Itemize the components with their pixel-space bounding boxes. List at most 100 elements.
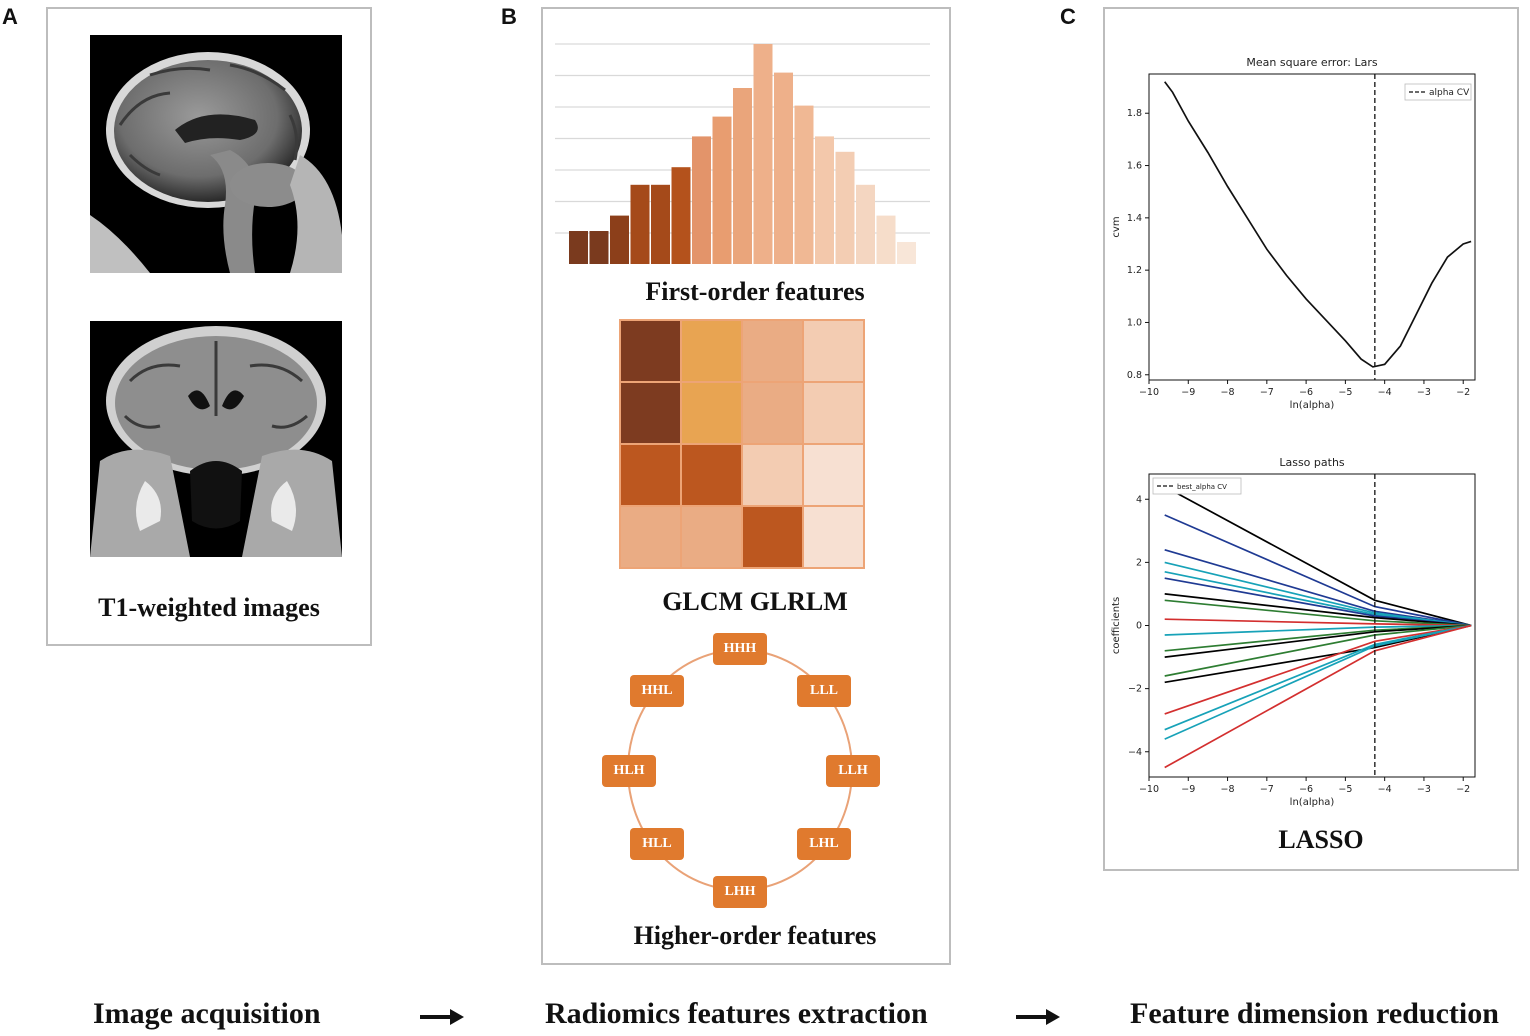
y-axis-label: coefficients <box>1111 597 1122 654</box>
chart-title: Lasso paths <box>1279 456 1345 469</box>
x-tick-label: −5 <box>1338 387 1352 398</box>
panel-c-caption: LASSO <box>1278 825 1364 854</box>
texture-caption: GLCM GLRLM <box>662 587 848 616</box>
histogram-bar <box>630 184 650 264</box>
x-tick-label: −6 <box>1299 784 1313 795</box>
y-tick-label: 0.8 <box>1127 370 1142 381</box>
y-tick-label: 1.8 <box>1127 108 1142 119</box>
x-tick-label: −10 <box>1139 784 1159 795</box>
matrix-cell <box>619 505 682 569</box>
matrix-cell <box>680 381 743 445</box>
histogram-bar <box>794 105 814 264</box>
y-tick-label: −2 <box>1128 684 1142 695</box>
matrix-cell <box>802 381 865 445</box>
matrix-cell <box>619 381 682 445</box>
x-tick-label: −8 <box>1221 387 1235 398</box>
matrix-cell <box>802 505 865 569</box>
wavelet-node-hhh: HHH <box>713 633 767 665</box>
matrix-cell <box>619 319 682 383</box>
matrix-cell <box>741 443 804 507</box>
histogram-bar <box>876 215 896 264</box>
y-tick-label: −4 <box>1128 747 1142 758</box>
y-tick-label: 1.4 <box>1127 213 1142 224</box>
histogram-bar <box>733 88 752 264</box>
chart-frame <box>1148 73 1476 381</box>
series-line <box>1164 624 1472 731</box>
texture-matrix <box>619 319 865 569</box>
matrix-cell <box>680 505 743 569</box>
legend-box <box>1152 477 1242 495</box>
series-line <box>1164 618 1472 627</box>
y-tick-label: 0 <box>1136 621 1142 632</box>
x-tick-label: −5 <box>1338 784 1352 795</box>
x-tick-label: −7 <box>1260 784 1274 795</box>
series-line <box>1164 485 1472 627</box>
x-tick-label: −2 <box>1456 387 1470 398</box>
histogram-bar <box>671 167 691 264</box>
first-order-histogram <box>555 43 930 264</box>
histogram-bar <box>753 44 773 264</box>
matrix-cell <box>741 505 804 569</box>
matrix-cell <box>619 443 682 507</box>
panel-a-caption: T1-weighted images <box>98 593 320 622</box>
x-axis-label: ln(alpha) <box>1290 400 1335 411</box>
panel-c-label: C <box>1060 4 1076 29</box>
coronal-mri-image <box>90 321 342 557</box>
y-tick-label: 1.0 <box>1127 317 1142 328</box>
coronal-brain-icon <box>90 326 342 557</box>
matrix-cell <box>741 319 804 383</box>
chart-title: Mean square error: Lars <box>1246 56 1377 69</box>
y-tick-label: 1.6 <box>1127 161 1142 172</box>
arrow-right-icon <box>420 1009 464 1025</box>
histogram-bar <box>856 184 875 264</box>
wavelet-node-llh: LLH <box>826 755 880 787</box>
x-tick-label: −9 <box>1181 784 1195 795</box>
x-axis-label: ln(alpha) <box>1290 797 1335 808</box>
y-tick-label: 4 <box>1136 494 1142 505</box>
x-tick-label: −2 <box>1456 784 1470 795</box>
wavelet-node-hlh: HLH <box>602 755 656 787</box>
x-tick-label: −10 <box>1139 387 1159 398</box>
matrix-cell <box>802 319 865 383</box>
x-tick-label: −4 <box>1378 387 1392 398</box>
y-tick-label: 2 <box>1136 557 1142 568</box>
series-line <box>1164 624 1472 715</box>
x-tick-label: −7 <box>1260 387 1274 398</box>
matrix-cell <box>680 443 743 507</box>
wavelet-node-hhl: HHL <box>630 675 684 707</box>
histogram-bar <box>651 184 670 264</box>
legend-box <box>1404 83 1472 101</box>
x-tick-label: −9 <box>1181 387 1195 398</box>
histogram-caption: First-order features <box>645 277 865 306</box>
y-axis-label: cvm <box>1111 216 1122 237</box>
wavelet-node-lhh: LHH <box>713 876 767 908</box>
arrow-right-icon <box>1016 1009 1060 1025</box>
x-tick-label: −3 <box>1417 784 1431 795</box>
wavelet-node-hll: HLL <box>630 828 684 860</box>
series-line <box>1164 593 1472 627</box>
panel-b-label: B <box>501 4 517 29</box>
x-tick-label: −4 <box>1378 784 1392 795</box>
panel-a-label: A <box>2 4 18 29</box>
legend-label: best_alpha CV <box>1177 483 1227 491</box>
histogram-bar <box>835 151 855 264</box>
series-line <box>1164 81 1472 368</box>
histogram-bar <box>589 231 609 264</box>
histogram-bar <box>610 215 629 264</box>
step-dimension-reduction: Feature dimension reduction <box>1130 997 1499 1030</box>
mse-chart: Mean square error: Lars−10−9−8−7−6−5−4−3… <box>1111 56 1476 411</box>
x-tick-label: −8 <box>1221 784 1235 795</box>
sagittal-brain-icon <box>90 52 342 273</box>
histogram-bar <box>774 72 793 264</box>
lasso-paths-chart: Lasso paths −10 −9 −8 −7 −6 −5 −4 −3 −2 −4 −2 0 2 4 ln(… <box>1111 456 1476 808</box>
histogram-bar <box>815 136 834 264</box>
sagittal-mri-image <box>90 35 342 273</box>
wavelet-caption: Higher-order features <box>633 921 877 950</box>
x-tick-label: −6 <box>1299 387 1313 398</box>
histogram-bar <box>569 231 588 264</box>
histogram-bar <box>692 136 711 264</box>
histogram-bar <box>897 242 916 264</box>
matrix-cell <box>680 319 743 383</box>
step-feature-extraction: Radiomics features extraction <box>545 997 928 1030</box>
histogram-bar <box>712 116 732 264</box>
